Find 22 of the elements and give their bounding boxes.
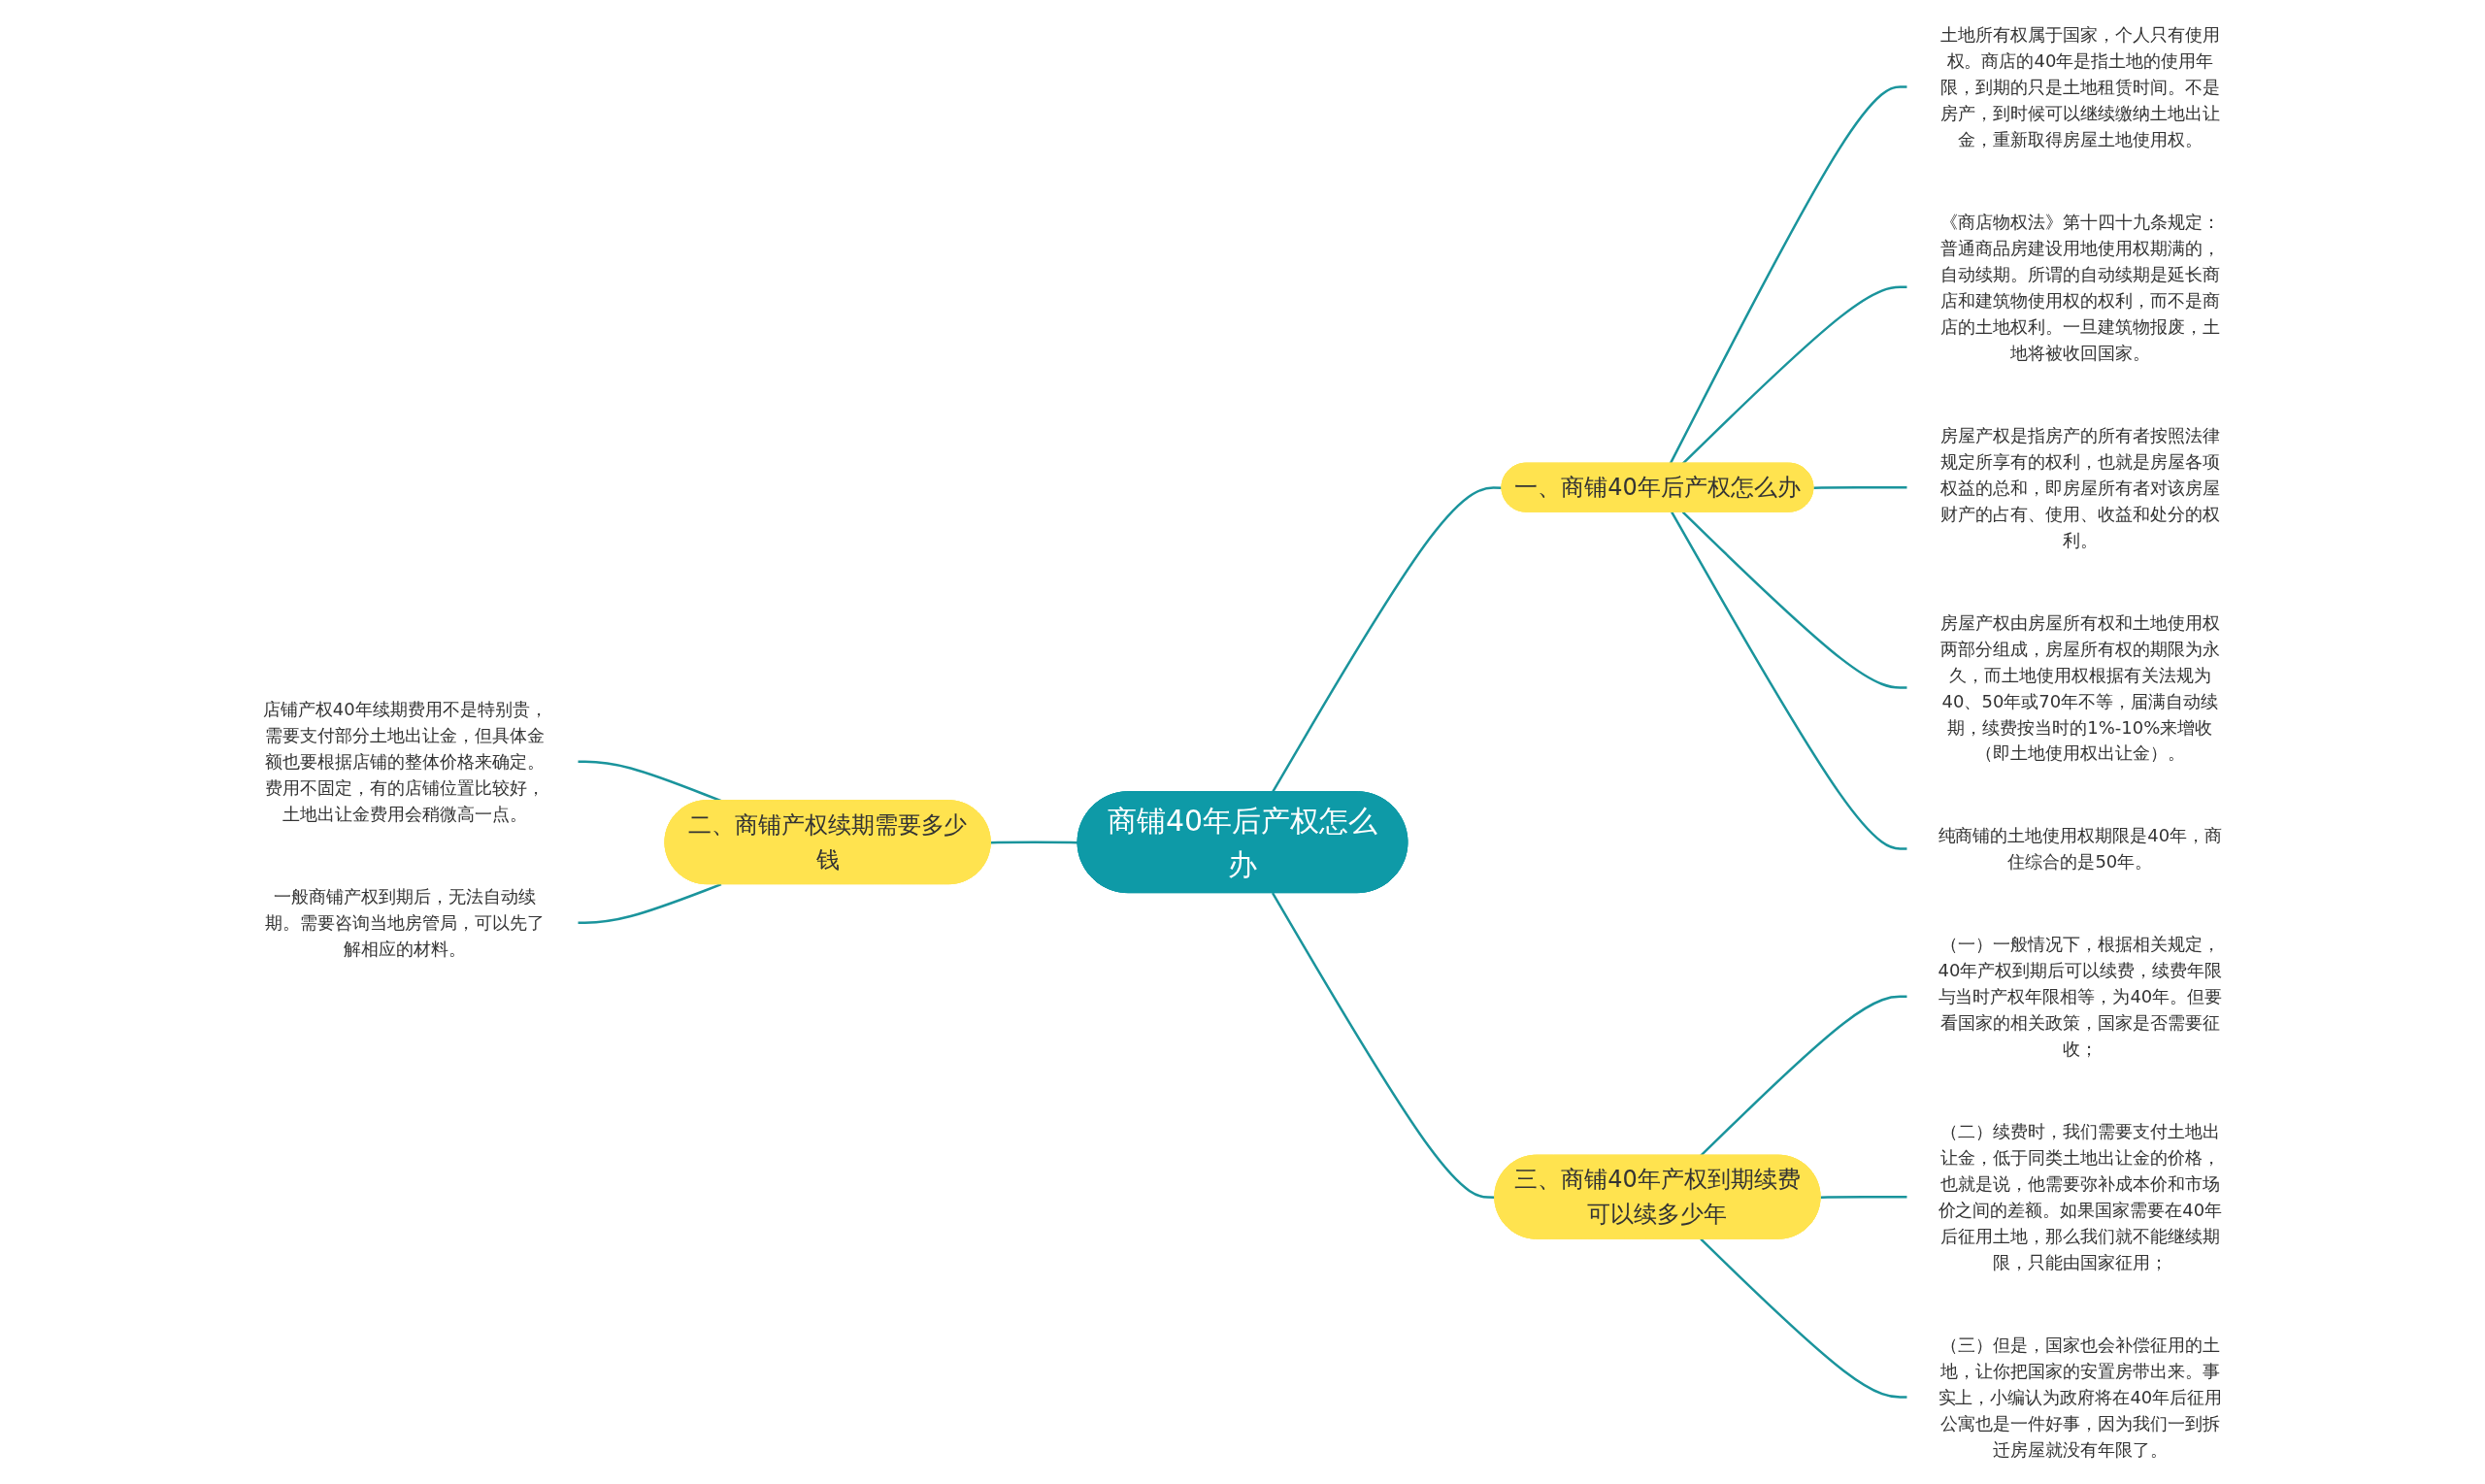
node-text: （三）但是，国家也会补偿征用的土地，让你把国家的安置房带出来。事实上，小编认为政府将在40年后征用公寓也是一件好事，因为我们一到拆迁房屋就没有年限了。 [1938,1335,2223,1461]
connector [990,841,1078,844]
connector [1681,285,1907,465]
node-text: 纯商铺的土地使用权期限是40年，商住综合的是50年。 [1938,825,2223,873]
node-text: 一般商铺产权到期后，无法自动续期。需要咨询当地房管局，可以先了解相应的材料。 [265,886,546,960]
node-text: 《商店物权法》第十四十九条规定：普通商品房建设用地使用权期满的，自动续期。所谓的自动续期是延长商店和建筑物使用权的权利，而不是商店的土地权利。一旦建筑物报废，土地将被收回国家。 [1939,211,2220,363]
connector [1681,511,1907,689]
connector [578,883,722,924]
connector [1671,511,1907,850]
node-text: （二）续费时，我们需要支付土地出让金，低于同类土地出让金的价格，也就是说，他需要弥补成本价和市场价之间的差额。如果国家需要在40年后征用土地，那么我们就不能继续期限，只能由国家征用； [1938,1121,2223,1273]
node-text: 店铺产权40年续期费用不是特别贵，需要支付部分土地出让金，但具体金额也要根据店铺的整体价格来确定。费用不固定，有的店铺位置比较好，土地出让金费用会稍微高一点。 [262,699,547,825]
connector [1820,1195,1907,1199]
node-text: （一）一般情况下，根据相关规定，40年产权到期后可以续费，续费年限与当时产权年限相等，为40年。但要看国家的相关政策，国家是否需要征收； [1938,934,2223,1060]
connector [1271,892,1496,1199]
connector [1271,486,1503,793]
node-text: 土地所有权属于国家，个人只有使用权。商店的40年是指土地的使用年限，到期的只是土地租赁时间。不是房产，到时候可以继续缴纳土地出让金，重新取得房屋土地使用权。 [1939,23,2220,149]
connector [1700,995,1907,1157]
connector [1813,485,1907,489]
node-text: 房屋产权由房屋所有权和土地使用权两部分组成，房屋所有权的期限为永久，而土地使用权根据有关法规为40、50年或70年不等，届满自动续期，续费按当时的1%-10%来增收（即土地使用权出让金）。 [1939,611,2220,764]
connector [1700,1237,1907,1399]
node-text: 房屋产权是指房产的所有者按照法律规定所享有的权利，也就是房屋各项权益的总和，即房屋所有者对该房屋财产的占有、使用、收益和处分的权利。 [1939,424,2220,550]
connector [1669,85,1907,465]
